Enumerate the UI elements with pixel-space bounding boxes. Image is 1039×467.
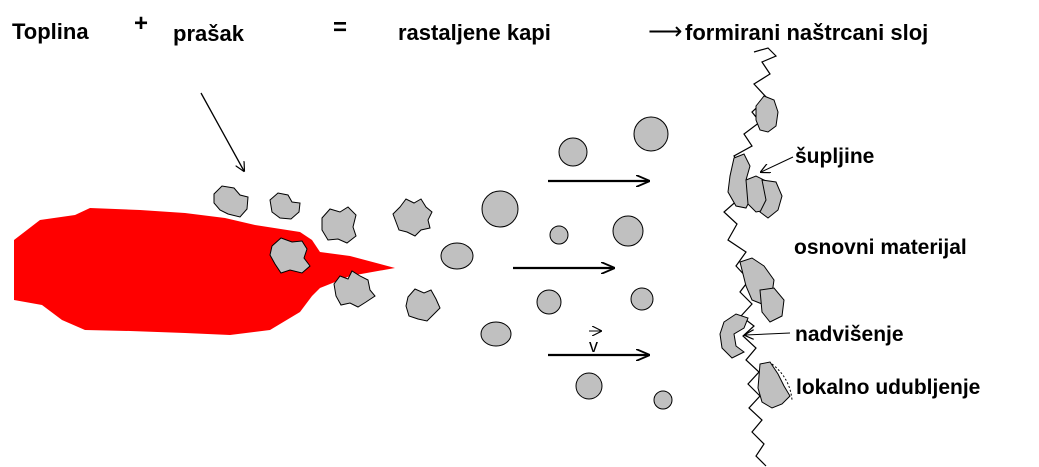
splat [759, 179, 783, 219]
powder-particle [333, 270, 376, 308]
powder-pointer-line [200, 92, 244, 171]
molten-droplet [612, 215, 644, 247]
label-heat: Toplina [12, 19, 89, 44]
powder-particle [213, 185, 249, 218]
label-coating: formirani naštrcani sloj [685, 20, 929, 45]
splat [719, 313, 749, 359]
molten-droplet [536, 289, 562, 315]
molten-droplet [575, 372, 603, 400]
splat [755, 95, 779, 133]
plus-sign: + [134, 10, 149, 37]
molten-droplet [653, 390, 673, 410]
local-depression-dotted-outline [771, 363, 793, 401]
splat [759, 287, 785, 323]
flame [14, 208, 395, 335]
powder-particle [321, 206, 357, 244]
equation-arrow: ⟶ [648, 18, 683, 45]
molten-droplet [480, 321, 512, 347]
velocity-label: v [589, 336, 598, 356]
label-local-depression: lokalno udubljenje [796, 376, 981, 399]
overhang-pointer [745, 333, 791, 335]
label-base-material: osnovni materijal [794, 236, 967, 259]
label-powder: prašak [173, 21, 244, 46]
molten-droplet [633, 116, 669, 152]
molten-droplet [558, 137, 588, 167]
molten-droplet [440, 242, 474, 270]
label-voids: šupljine [795, 145, 875, 168]
powder-particle [269, 192, 301, 220]
powder-particle [269, 237, 311, 274]
molten-droplet [549, 225, 569, 245]
splat [757, 361, 791, 409]
voids-pointer [761, 156, 794, 172]
label-molten-drops: rastaljene kapi [398, 20, 551, 45]
label-overhang: nadvišenje [795, 323, 904, 346]
equals-sign: = [333, 14, 348, 41]
powder-particle [405, 288, 441, 322]
molten-droplet [481, 190, 519, 228]
powder-particle [392, 198, 433, 237]
molten-droplet [630, 287, 654, 311]
